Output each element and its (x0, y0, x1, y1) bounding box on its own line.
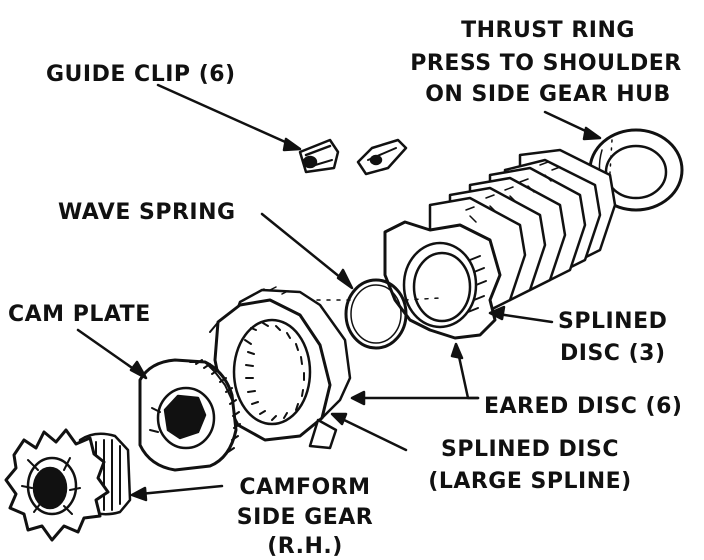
camform-label-line3: (R.H.) (267, 534, 343, 559)
splined-disc-large-part (207, 286, 352, 450)
camform-side-gear-part (4, 428, 132, 542)
leader-arrows (76, 83, 602, 502)
guide-clip-part (298, 138, 340, 174)
wave-spring-label: WAVE SPRING (58, 200, 236, 225)
thrust-ring-label-line2: PRESS TO SHOULDER (410, 51, 682, 76)
disc-stack-part (383, 148, 617, 340)
splined-disc-large-label-line1: SPLINED DISC (441, 437, 619, 462)
guide-clip-part-2 (356, 138, 408, 176)
cam-plate-part (138, 358, 241, 472)
guide-clip-label: GUIDE CLIP (6) (46, 62, 236, 87)
eared-disc-label: EARED DISC (6) (484, 394, 683, 419)
thrust-ring-label-line3: ON SIDE GEAR HUB (425, 82, 671, 107)
splined-disc-large-label-line2: (LARGE SPLINE) (428, 469, 632, 494)
camform-label-line1: CAMFORM (239, 475, 371, 500)
thrust-ring-label-line1: THRUST RING (461, 18, 635, 43)
splined-disc-3-label-line1: SPLINED (558, 309, 668, 334)
splined-disc-3-label-line2: DISC (3) (560, 341, 666, 366)
camform-label-line2: SIDE GEAR (236, 505, 374, 530)
cam-plate-label: CAM PLATE (8, 302, 151, 327)
